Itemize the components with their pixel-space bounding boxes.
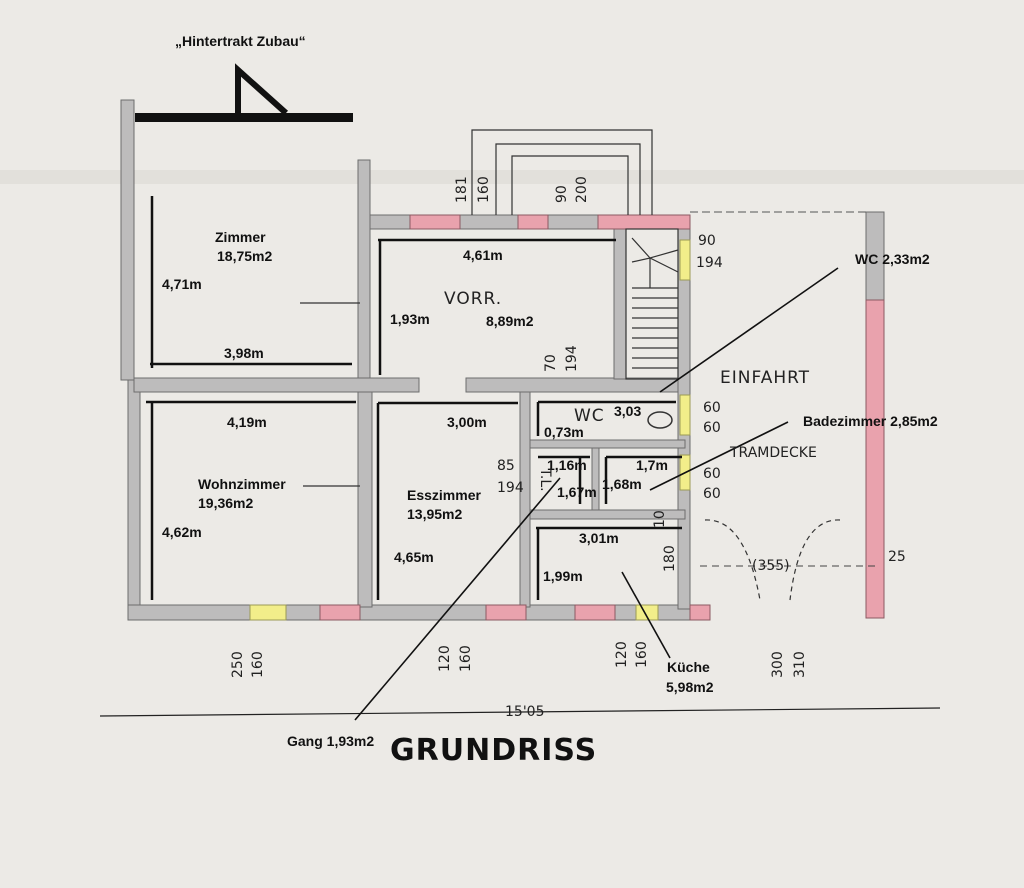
room-wc-label: WC 2,33m2 — [855, 251, 930, 267]
dimension-lines — [99, 196, 941, 717]
dim-wc-height: 0,73m — [544, 424, 584, 440]
hand-25: 25 — [888, 549, 906, 565]
toilet-icon — [647, 411, 673, 429]
dim-kueche-height: 1,99m — [543, 568, 583, 584]
hand-180: 180 — [662, 545, 678, 572]
hand-bottom-1b: 160 — [250, 651, 266, 678]
room-kueche-name: Küche — [667, 659, 710, 675]
room-wohnzimmer-area: 19,36m2 — [198, 495, 253, 511]
hand-bottom-3a: 120 — [614, 641, 630, 668]
hand-194b: 194 — [564, 345, 580, 372]
hand-top-2: 160 — [476, 176, 492, 203]
hand-bottom-3b: 160 — [634, 641, 650, 668]
hand-60b: 60 — [703, 420, 721, 436]
dim-kueche-width: 3,01m — [579, 530, 619, 546]
room-esszimmer-name: Esszimmer — [407, 487, 481, 503]
dim-wohn-height: 4,62m — [162, 524, 202, 540]
dim-vorr-height: 1,93m — [390, 311, 430, 327]
annex-marker — [135, 63, 353, 122]
hand-bottom-2a: 120 — [437, 645, 453, 672]
room-vorr-area: 8,89m2 — [486, 313, 534, 329]
hand-bottom-2b: 160 — [458, 645, 474, 672]
plan-title: GRUNDRISS — [390, 733, 597, 768]
room-kueche-area: 5,98m2 — [666, 679, 714, 695]
dim-gang-width: 1,16m — [547, 457, 587, 473]
dim-ess-width: 3,00m — [447, 414, 487, 430]
room-wohnzimmer-name: Wohnzimmer — [198, 476, 286, 492]
hand-90a: 90 — [698, 233, 716, 249]
hand-span: (355) — [752, 558, 790, 574]
hand-85: 85 — [497, 458, 515, 474]
dim-zimmer-height: 4,71m — [162, 276, 202, 292]
hand-70: 70 — [543, 354, 559, 372]
room-zimmer-area: 18,75m2 — [217, 248, 272, 264]
hand-wc: WC — [574, 406, 605, 426]
hand-60a: 60 — [703, 400, 721, 416]
room-zimmer-name: Zimmer — [215, 229, 266, 245]
dim-wohn-width: 4,19m — [227, 414, 267, 430]
hand-10: 10 — [652, 510, 668, 528]
hand-60d: 60 — [703, 486, 721, 502]
room-bad-label: Badezimmer 2,85m2 — [803, 413, 938, 429]
hand-bottom-4a: 300 — [770, 651, 786, 678]
hand-bottom-4b: 310 — [792, 651, 808, 678]
annex-label: „Hintertrakt Zubau“ — [175, 33, 306, 49]
dim-zimmer-width: 3,98m — [224, 345, 264, 361]
dim-wc-width: 3,03 — [614, 403, 641, 419]
leader-lines — [300, 267, 839, 721]
room-gang-label: Gang 1,93m2 — [287, 733, 374, 749]
hand-tramdecke: TRAMDECKE — [729, 445, 817, 461]
dim-ess-height: 4,65m — [394, 549, 434, 565]
room-esszimmer-area: 13,95m2 — [407, 506, 462, 522]
einfahrt-outline — [690, 211, 875, 601]
overall-dimension: 15'05 — [505, 704, 544, 720]
hand-194c: 194 — [696, 255, 723, 271]
staircase — [625, 228, 679, 380]
dim-bad-width: 1,7m — [636, 457, 668, 473]
hand-top-4: 200 — [574, 176, 590, 203]
rotated-dimensions: 70 194 180 10 181 160 90 200 250 160 120… — [230, 176, 808, 678]
hand-tl: T.L. — [537, 467, 553, 492]
dim-gang-height: 1,67m — [557, 484, 597, 500]
hand-einfahrt: EINFAHRT — [720, 368, 810, 388]
dim-bad-height: 1,68m — [602, 476, 642, 492]
hand-top-1: 181 — [454, 176, 470, 203]
dim-vorr-width: 4,61m — [463, 247, 503, 263]
entrance-steps — [471, 129, 653, 215]
hand-top-3: 90 — [554, 185, 570, 203]
room-vorr-name: VORR. — [444, 289, 502, 309]
hand-194a: 194 — [497, 480, 524, 496]
hand-60c: 60 — [703, 466, 721, 482]
hand-bottom-1a: 250 — [230, 651, 246, 678]
